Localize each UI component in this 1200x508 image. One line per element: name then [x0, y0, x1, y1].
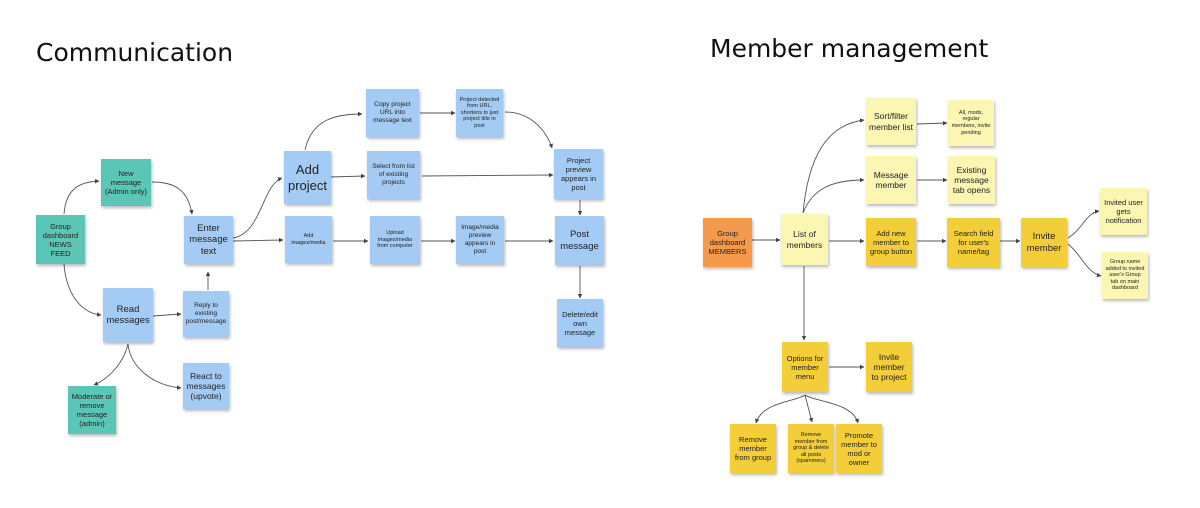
arrow-options-to-promote: [804, 394, 860, 424]
note-group-dashboard-members: Group dashboard MEMBERS: [703, 218, 752, 267]
arrow-detected-to-preview: [504, 111, 553, 149]
arrow-feed-to-new: [63, 178, 100, 215]
note-delete-edit-message: Delete/edit own message: [557, 299, 603, 347]
arrow-read-to-reply: [152, 312, 182, 317]
note-existing-message-tab: Existing message tab opens: [948, 156, 995, 204]
arrow-enter-to-addimg: [232, 237, 284, 243]
note-invite-member: Invite member: [1021, 218, 1067, 267]
note-message-member: Message member: [866, 156, 916, 204]
note-group-dashboard-news-feed: Group dashboard NEWS FEED: [36, 215, 85, 264]
note-list-of-members: List of members: [781, 214, 828, 265]
arrow-list-to-message: [802, 177, 865, 214]
note-invite-member-to-project: Invite member to project: [866, 342, 912, 392]
arrow-read-to-react: [127, 343, 182, 390]
note-add-project: Add project: [284, 151, 331, 204]
note-select-from-list: Select from list of existing projects: [367, 151, 420, 199]
arrow-enter-to-add: [232, 177, 283, 239]
arrow-sort-to-filter: [916, 120, 948, 126]
note-upload-images-media: Upload images/media from computer: [370, 216, 420, 264]
note-filter-options: All, mods, regular members, invite pendi…: [948, 100, 994, 146]
note-post-message: Post message: [555, 216, 604, 265]
arrow-invite-to-notified: [1067, 209, 1100, 239]
arrow-new-to-enter: [151, 181, 194, 215]
note-image-media-preview: Image/media preview appears in post: [456, 216, 504, 264]
note-enter-message-text: Enter message text: [184, 216, 233, 264]
note-remove-and-delete-posts: Remove member from group & delete all po…: [788, 424, 834, 473]
note-add-new-member-button: Add new member to group button: [866, 218, 916, 266]
arrow-add-to-copy: [304, 111, 363, 151]
note-reply-to-existing: Reply to existing post/message: [183, 291, 229, 337]
note-react-to-messages: React to messages (upvote): [183, 363, 229, 409]
arrow-options-to-remove-delete: [804, 394, 814, 423]
note-project-preview: Project preview appears in post: [554, 149, 603, 199]
note-new-message-admin: New message (Admin only): [101, 159, 151, 206]
note-copy-project-url: Copy project URL into message text: [366, 89, 419, 137]
note-remove-member-from-group: Remove member from group: [730, 424, 776, 473]
note-invited-user-notification: Invited user gets notification: [1100, 188, 1147, 235]
arrow-feed-to-read: [63, 263, 102, 317]
note-promote-member: Promote member to mod or owner: [836, 424, 882, 473]
note-options-for-member-menu: Options for member menu: [782, 342, 828, 392]
note-add-images-media: Add images/media: [285, 216, 332, 263]
arrow-select-to-preview: [421, 172, 554, 178]
arrow-list-to-sort: [802, 118, 865, 214]
note-sort-filter-member-list: Sort/filter member list: [866, 98, 916, 145]
arrow-invite-to-groupname: [1067, 243, 1102, 278]
arrow-read-to-moderate: [93, 343, 129, 386]
note-read-messages: Read messages: [103, 288, 153, 342]
arrow-add-to-select: [329, 173, 366, 179]
note-search-field: Search field for user's name/tag: [947, 218, 1000, 267]
note-moderate-or-remove: Moderate or remove message (admin): [68, 386, 116, 434]
arrow-options-to-remove: [754, 394, 806, 424]
communication-title: Communication: [36, 38, 234, 67]
note-project-detected: Project detected from URL, shortens to j…: [456, 89, 503, 137]
member-management-title: Member management: [710, 34, 989, 63]
note-group-name-added: Group name added to invited user's Group…: [1102, 252, 1148, 299]
